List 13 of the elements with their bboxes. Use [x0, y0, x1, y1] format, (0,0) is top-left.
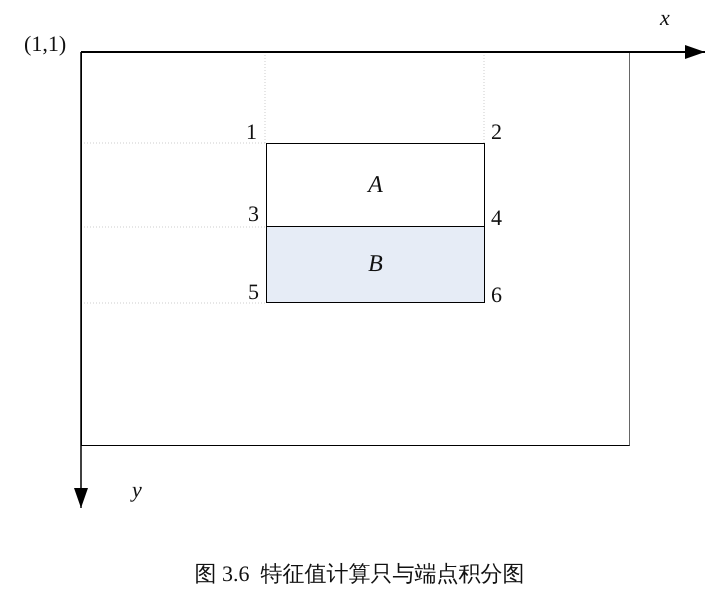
axis-label: y	[132, 478, 142, 502]
axis-label: x	[660, 6, 670, 30]
figure-caption: 图 3.6 特征值计算只与端点积分图	[194, 561, 524, 586]
corner-number: 1	[246, 120, 257, 144]
region-box: A	[266, 143, 485, 227]
region-box: B	[266, 227, 485, 303]
corner-number: 2	[491, 120, 502, 144]
corner-number: 6	[491, 283, 502, 307]
origin-label: (1,1)	[24, 32, 66, 56]
corner-number: 5	[248, 280, 259, 304]
frame-box	[81, 52, 630, 446]
corner-number: 3	[248, 202, 259, 226]
corner-number: 4	[491, 206, 502, 230]
